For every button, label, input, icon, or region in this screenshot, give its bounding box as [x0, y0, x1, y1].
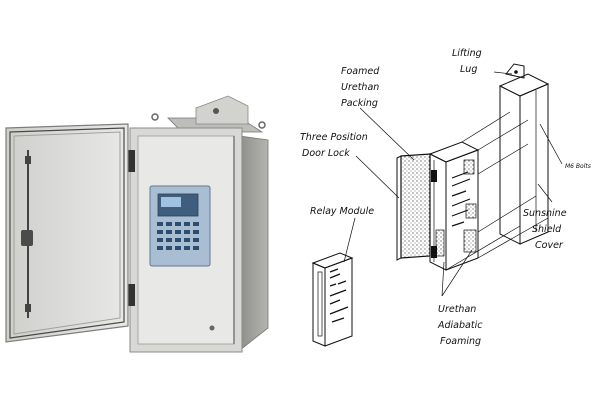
label-sunshine-1: Sunshine: [523, 208, 567, 219]
label-sunshine-3: Cover: [535, 240, 564, 251]
svg-text:Urethan: Urethan: [438, 304, 476, 315]
svg-text:Three Position: Three Position: [300, 132, 368, 143]
label-lifting-2: Lug: [460, 64, 477, 75]
exploded-diagram: Foamed Urethan Packing Lifting Lug Three…: [300, 48, 591, 347]
svg-text:Foamed: Foamed: [341, 66, 380, 77]
photo-door-lock: [21, 230, 33, 246]
photo-hinge-top: [127, 150, 135, 172]
label-m6-bolts: M6 Bolts: [565, 163, 591, 170]
svg-text:Lug: Lug: [460, 64, 477, 75]
diagram-door-panel: [396, 153, 431, 261]
label-foamed-packing-2: Urethan: [341, 82, 379, 93]
svg-text:Door Lock: Door Lock: [302, 148, 350, 159]
svg-text:Packing: Packing: [341, 98, 378, 109]
label-foamed-packing-3: Packing: [341, 98, 378, 109]
label-lifting-1: Lifting: [452, 48, 482, 59]
label-foamed-packing-1: Foamed: [341, 66, 380, 77]
label-urethan-3: Foaming: [440, 336, 481, 347]
assembly-lines: [445, 111, 549, 271]
svg-text:Foaming: Foaming: [440, 336, 481, 347]
label-relay-module: Relay Module: [310, 206, 374, 217]
photo-open-door: [5, 123, 129, 343]
svg-text:Urethan: Urethan: [341, 82, 379, 93]
label-urethan-1: Urethan: [438, 304, 476, 315]
photo-relay-module: [149, 185, 211, 267]
svg-text:Relay Module: Relay Module: [310, 206, 374, 217]
label-urethan-2: Adiabatic: [437, 320, 483, 331]
svg-text:Lifting: Lifting: [452, 48, 482, 59]
svg-text:Cover: Cover: [535, 240, 564, 251]
photo-lifting-lug: [195, 95, 249, 125]
diagram-relay-module: [311, 252, 354, 347]
svg-text:M6 Bolts: M6 Bolts: [565, 163, 591, 170]
svg-text:Adiabatic: Adiabatic: [437, 320, 483, 331]
diagram-sunshine-shield: [498, 63, 550, 245]
photo-cabinet-side: [239, 135, 269, 351]
svg-text:Shield: Shield: [532, 224, 562, 235]
label-sunshine-2: Shield: [532, 224, 562, 235]
photo-hinge-bottom: [127, 284, 135, 306]
diagram-cabinet-body: [428, 141, 480, 271]
svg-text:Sunshine: Sunshine: [523, 208, 567, 219]
label-door-lock-1: Three Position: [300, 132, 368, 143]
cabinet-photo: [5, 95, 269, 353]
leader-lines: [343, 71, 563, 297]
label-door-lock-2: Door Lock: [302, 148, 350, 159]
